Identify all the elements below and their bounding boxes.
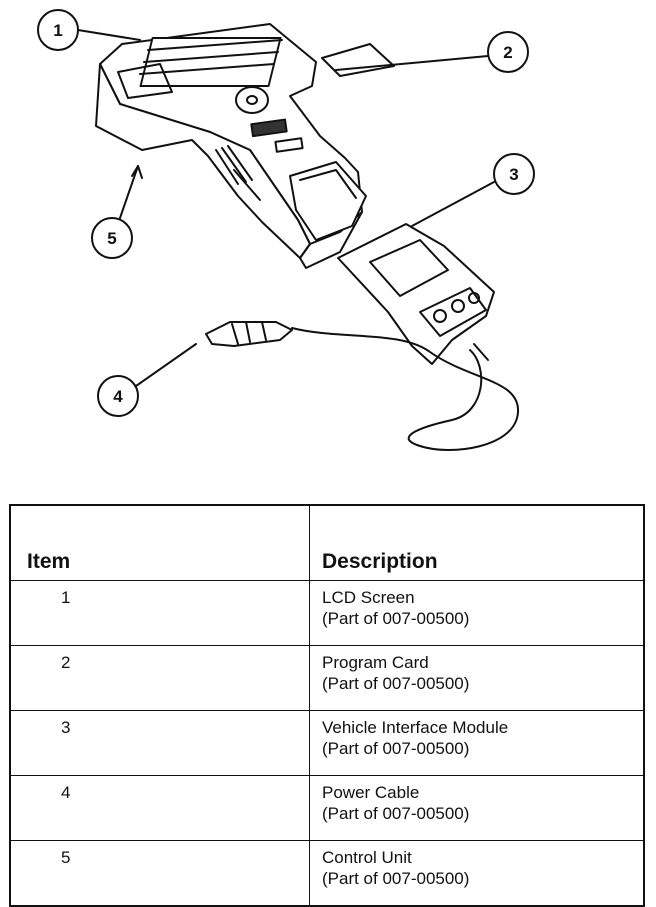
item-number: 5 [9,840,310,907]
item-description: Vehicle Interface Module (Part of 007-00… [309,710,645,776]
tester-illustration: 1 2 3 4 5 [37,9,535,451]
item-description: LCD Screen (Part of 007-00500) [309,580,645,646]
power-cable [291,327,520,451]
callout-3 [493,153,535,195]
callout-4 [97,375,139,417]
description-part: (Part of 007-00500) [322,804,470,823]
table-row: 3 Vehicle Interface Module (Part of 007-… [9,710,645,776]
description-part: (Part of 007-00500) [322,674,470,693]
table-row: 5 Control Unit (Part of 007-00500) [9,840,645,907]
description-name: Control Unit [322,848,412,867]
description-name: LCD Screen [322,588,415,607]
item-description: Program Card (Part of 007-00500) [309,645,645,711]
description-column-header: Description [309,504,645,581]
description-part: (Part of 007-00500) [322,869,470,888]
control-unit-front [95,63,311,259]
callout-4-label: 4 [113,387,123,406]
item-number: 4 [9,775,310,841]
item-description: Control Unit (Part of 007-00500) [309,840,645,907]
callout-5 [91,217,133,259]
callout-1-label: 1 [53,21,62,40]
description-part: (Part of 007-00500) [322,739,470,758]
callout-3-label: 3 [509,165,518,184]
description-name: Power Cable [322,783,420,802]
table-row: 2 Program Card (Part of 007-00500) [9,645,645,711]
callout-2 [487,31,529,73]
item-number: 1 [9,580,310,646]
item-description: Power Cable (Part of 007-00500) [309,775,645,841]
description-name: Program Card [322,653,429,672]
program-card [321,43,395,77]
item-number: 3 [9,710,310,776]
description-name: Vehicle Interface Module [322,718,509,737]
item-column-header: Item [9,504,310,581]
table-row: 1 LCD Screen (Part of 007-00500) [9,580,645,646]
table-header-row: Item Description [9,504,645,581]
callout-2-label: 2 [503,43,512,62]
description-part: (Part of 007-00500) [322,609,470,628]
round-button [235,86,269,114]
callout-5-label: 5 [107,229,116,248]
item-number: 2 [9,645,310,711]
item-description-table: Item Description 1 LCD Screen (Part of 0… [9,504,645,907]
lcd-screen [117,63,173,99]
table-row: 4 Power Cable (Part of 007-00500) [9,775,645,841]
